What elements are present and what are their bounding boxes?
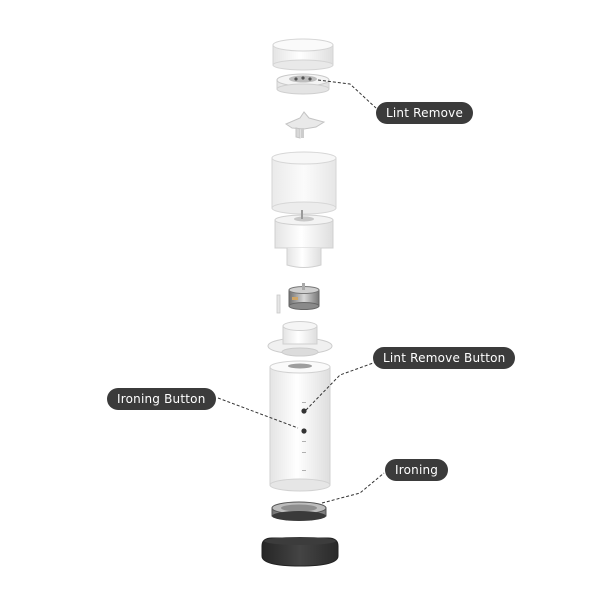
motor-holder — [267, 321, 333, 357]
filter-housing — [274, 210, 334, 268]
callout-ironing: Ironing — [385, 459, 449, 481]
bottom-base — [261, 537, 339, 567]
callout-lint-remove-button: Lint Remove Button — [373, 347, 516, 369]
callout-lint-remove: Lint Remove — [376, 102, 474, 124]
leader-ironing-button — [217, 397, 299, 429]
cutter-blade — [284, 111, 326, 139]
leader-lint-remove — [317, 79, 377, 109]
motor — [288, 283, 320, 310]
leader-lines — [217, 79, 385, 504]
spring-pin — [276, 294, 281, 314]
lint-remove-button-dot — [301, 408, 307, 414]
lint-container — [271, 151, 337, 215]
leader-ironing — [321, 472, 385, 504]
lint-remove-blade-disc — [276, 73, 330, 95]
ironing-button-dot — [301, 428, 307, 434]
ironing-plate — [271, 501, 327, 521]
leader-lint-remove-button — [305, 361, 377, 411]
main-body — [269, 360, 331, 492]
callout-ironing-button: Ironing Button — [107, 388, 216, 410]
top-cap — [272, 38, 334, 71]
